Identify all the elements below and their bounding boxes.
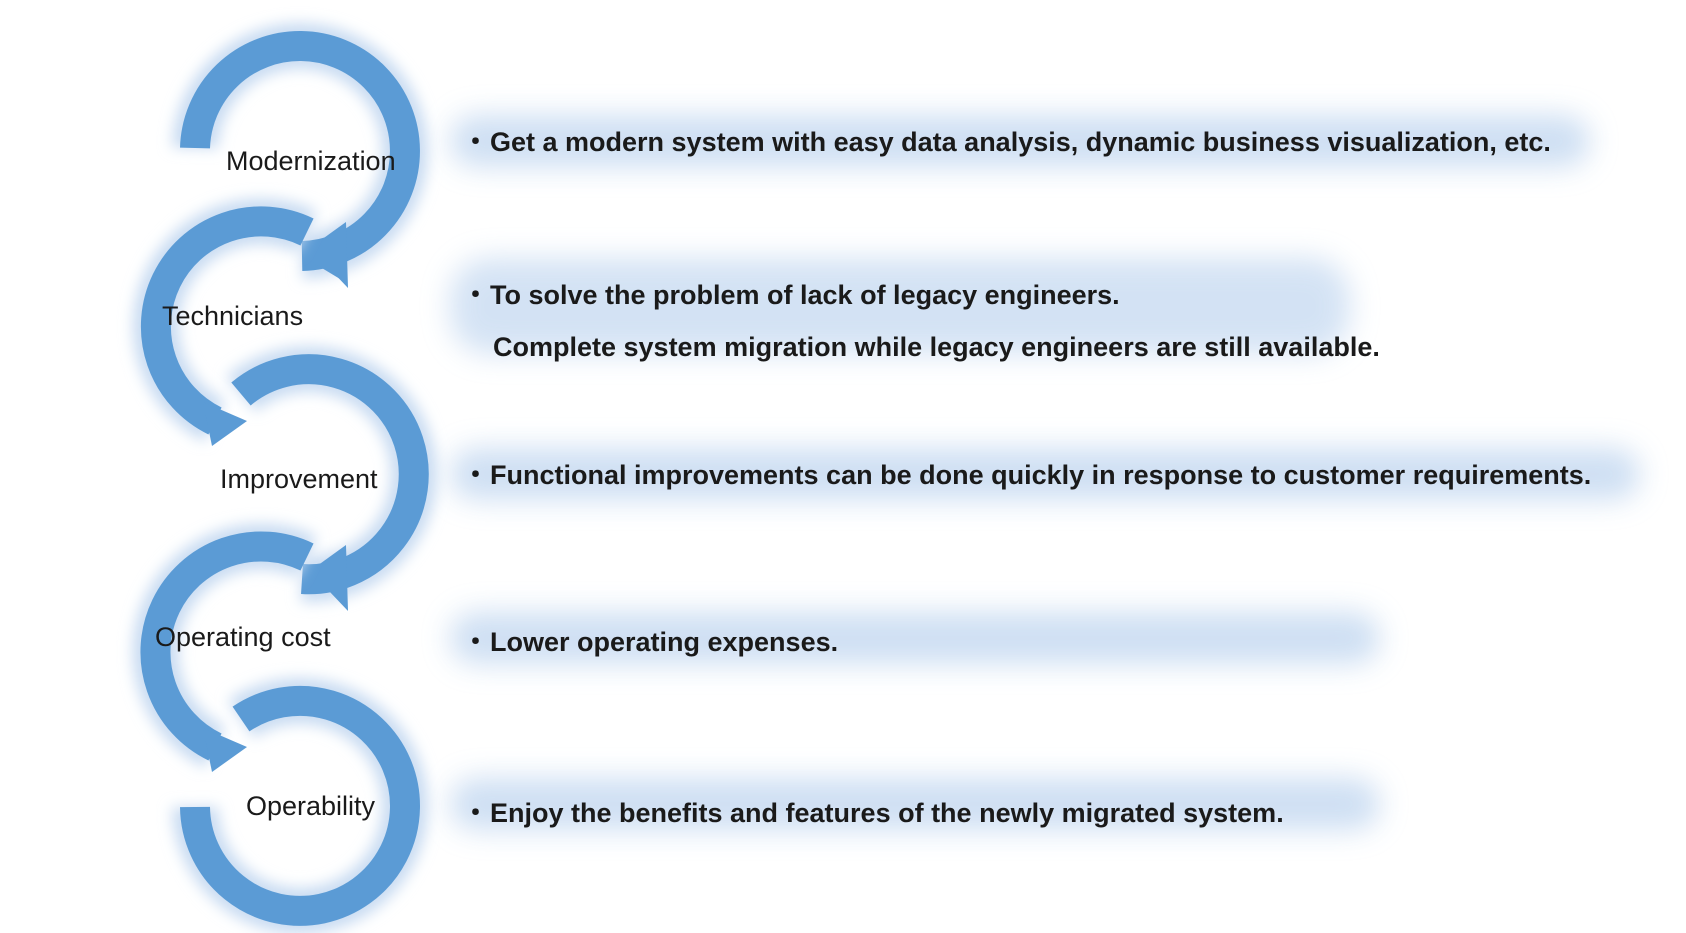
glow-band-technicians bbox=[450, 258, 1350, 354]
bullet-marker: ・ bbox=[462, 460, 489, 490]
circular-arrow-technicians bbox=[132, 198, 318, 446]
stage-label-modernization: Modernization bbox=[226, 146, 396, 176]
stage-label-improvement: Improvement bbox=[220, 464, 378, 494]
descriptions: ・ Get a modern system with easy data ana… bbox=[462, 127, 1591, 828]
description-line: Lower operating expenses. bbox=[490, 627, 838, 657]
description-technicians: ・ To solve the problem of lack of legacy… bbox=[462, 280, 1380, 362]
bullet-marker: ・ bbox=[462, 798, 489, 828]
glow-band-improvement bbox=[450, 448, 1640, 500]
cycle-arrows bbox=[132, 23, 437, 933]
description-modernization: ・ Get a modern system with easy data ana… bbox=[462, 127, 1551, 157]
description-line: To solve the problem of lack of legacy e… bbox=[490, 280, 1120, 310]
glow-band-operability bbox=[450, 778, 1380, 830]
description-line: Enjoy the benefits and features of the n… bbox=[490, 798, 1284, 828]
description-improvement: ・ Functional improvements can be done qu… bbox=[462, 460, 1591, 490]
description-line: Functional improvements can be done quic… bbox=[490, 460, 1591, 490]
glow-band-operating-cost bbox=[450, 612, 1380, 664]
glow-band-modernization bbox=[450, 115, 1590, 167]
circular-arrow-operability bbox=[172, 677, 428, 933]
description-line: Complete system migration while legacy e… bbox=[493, 332, 1380, 362]
description-operating-cost: ・ Lower operating expenses. bbox=[462, 627, 838, 657]
stage-label-technicians: Technicians bbox=[162, 301, 303, 331]
circular-arrow-improvement bbox=[226, 346, 437, 611]
circular-arrow-operating-cost bbox=[132, 523, 317, 772]
bullet-marker: ・ bbox=[462, 280, 489, 310]
description-operability: ・ Enjoy the benefits and features of the… bbox=[462, 798, 1284, 828]
stage-label-operating-cost: Operating cost bbox=[155, 622, 331, 652]
bullet-marker: ・ bbox=[462, 627, 489, 657]
circular-arrow-modernization bbox=[172, 23, 428, 288]
bullet-marker: ・ bbox=[462, 127, 489, 157]
description-glow-bands bbox=[450, 115, 1640, 830]
stage-labels: Modernization Technicians Improvement Op… bbox=[155, 146, 396, 821]
stage-label-operability: Operability bbox=[246, 791, 376, 821]
description-line: Get a modern system with easy data analy… bbox=[490, 127, 1551, 157]
